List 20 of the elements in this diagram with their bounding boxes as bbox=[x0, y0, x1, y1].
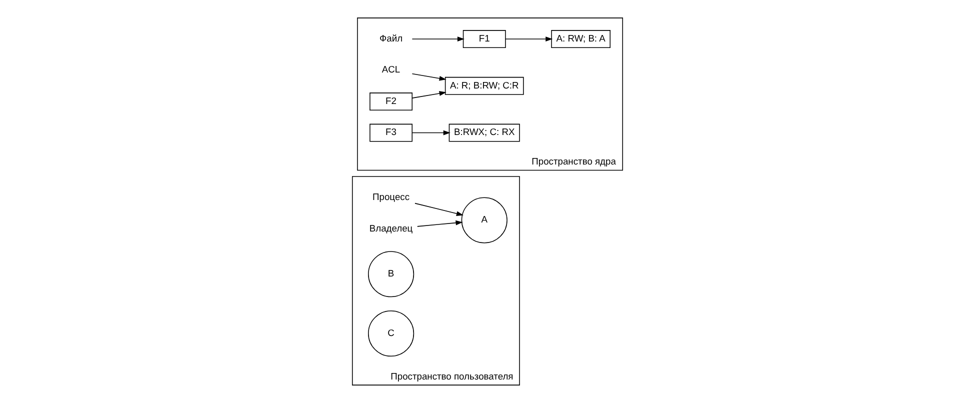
arrow bbox=[414, 202, 464, 216]
node-box: F2 bbox=[370, 92, 413, 110]
node-box: B:RWX; C: RX bbox=[448, 124, 520, 142]
arrow bbox=[412, 130, 450, 136]
arrow bbox=[505, 36, 553, 42]
node-box: F1 bbox=[462, 30, 506, 48]
arrow bbox=[412, 73, 446, 81]
arrow bbox=[417, 220, 463, 227]
node-text: ACL bbox=[382, 64, 400, 75]
node-circle: A bbox=[461, 197, 508, 244]
arrow bbox=[412, 91, 446, 98]
node-circle: B bbox=[368, 251, 414, 298]
arrow bbox=[412, 36, 464, 42]
node-text: Файл bbox=[380, 33, 403, 44]
node-text: Процесс bbox=[372, 192, 410, 202]
node-text: Владелец bbox=[369, 223, 413, 234]
node-box: A: R; B:RW; C:R bbox=[444, 76, 524, 95]
node-box: A: RW; B: A bbox=[551, 30, 611, 48]
node-box: F3 bbox=[370, 124, 413, 142]
node-circle: C bbox=[368, 310, 414, 357]
